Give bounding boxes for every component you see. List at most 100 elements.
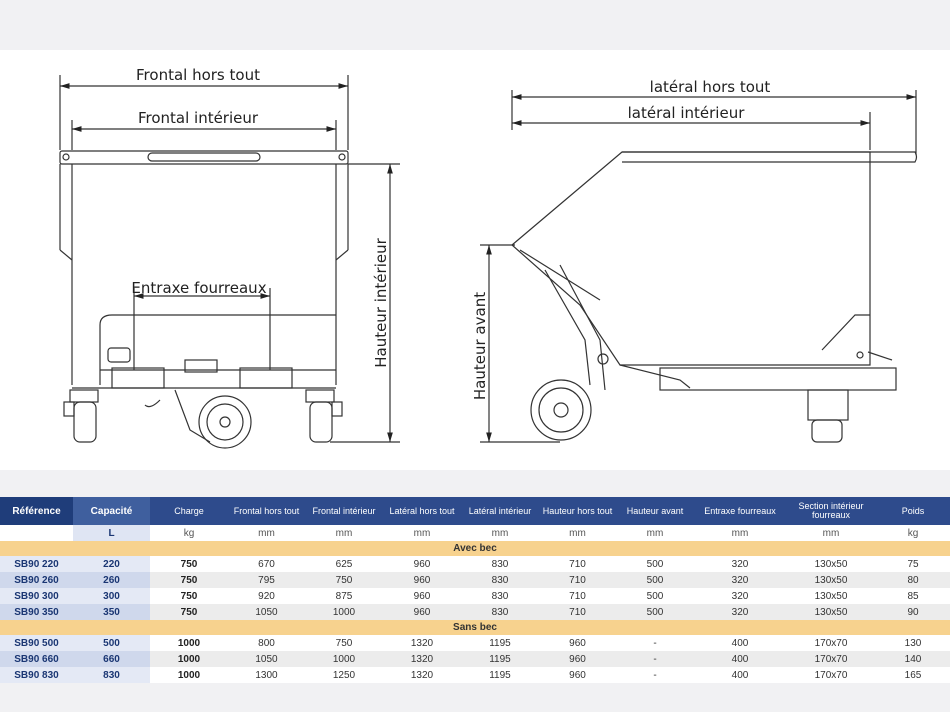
table-cell: 500 xyxy=(616,604,694,620)
section-row-avec-bec: Avec bec xyxy=(0,541,950,556)
label-lateral-hors-tout: latéral hors tout xyxy=(650,78,771,96)
col-header-entraxe-fourreaux: Entraxe fourreaux xyxy=(694,497,786,525)
table-cell: 960 xyxy=(383,556,461,572)
col-header-frontal-hors-tout: Frontal hors tout xyxy=(228,497,305,525)
table-cell: - xyxy=(616,651,694,667)
table-cell: 400 xyxy=(694,635,786,651)
col-header-reference: Référence xyxy=(0,497,73,525)
table-cell: 300 xyxy=(73,588,150,604)
table-cell: 220 xyxy=(73,556,150,572)
table-cell: 960 xyxy=(383,588,461,604)
table-cell: 1320 xyxy=(383,651,461,667)
technical-drawing: Frontal hors tout Frontal intérieur Entr… xyxy=(0,50,950,470)
label-entraxe-fourreaux: Entraxe fourreaux xyxy=(131,279,266,297)
reference-cell: SB90 500 xyxy=(0,635,73,651)
table-cell: 960 xyxy=(539,667,616,683)
table-cell: 400 xyxy=(694,651,786,667)
label-hauteur-interieur: Hauteur intérieur xyxy=(372,237,390,367)
table-cell: 830 xyxy=(73,667,150,683)
table-cell: 1300 xyxy=(228,667,305,683)
table-cell: 90 xyxy=(876,604,950,620)
table-cell: 960 xyxy=(383,572,461,588)
table-cell: 170x70 xyxy=(786,667,876,683)
table-cell: 140 xyxy=(876,651,950,667)
label-hauteur-avant: Hauteur avant xyxy=(471,292,489,400)
table-cell: 500 xyxy=(616,572,694,588)
section-row-sans-bec: Sans bec xyxy=(0,620,950,635)
table-cell: 750 xyxy=(150,556,228,572)
table-cell: 750 xyxy=(150,572,228,588)
col-header-hauteur-hors-tout: Hauteur hors tout xyxy=(539,497,616,525)
table-cell: 960 xyxy=(539,651,616,667)
table-cell: 1195 xyxy=(461,651,539,667)
unit-cell: mm xyxy=(305,525,383,541)
unit-cell: mm xyxy=(786,525,876,541)
spec-table: Référence Capacité Charge Frontal hors t… xyxy=(0,497,950,683)
reference-cell: SB90 350 xyxy=(0,604,73,620)
table-cell: 710 xyxy=(539,572,616,588)
table-cell: 830 xyxy=(461,588,539,604)
table-cell: 1000 xyxy=(150,635,228,651)
table-cell: 830 xyxy=(461,572,539,588)
col-header-capacite: Capacité xyxy=(73,497,150,525)
table-cell: 710 xyxy=(539,588,616,604)
reference-cell: SB90 660 xyxy=(0,651,73,667)
table-cell: 130 xyxy=(876,635,950,651)
col-header-frontal-interieur: Frontal intérieur xyxy=(305,497,383,525)
table-header-row: Référence Capacité Charge Frontal hors t… xyxy=(0,497,950,525)
unit-cell: mm xyxy=(383,525,461,541)
label-frontal-hors-tout: Frontal hors tout xyxy=(136,66,260,84)
table-cell: 830 xyxy=(461,556,539,572)
table-cell: 130x50 xyxy=(786,572,876,588)
table-cell: 320 xyxy=(694,572,786,588)
table-cell: 750 xyxy=(150,604,228,620)
table-cell: 1195 xyxy=(461,635,539,651)
section-label: Avec bec xyxy=(0,541,950,556)
front-view xyxy=(59,75,400,449)
table-cell: 170x70 xyxy=(786,635,876,651)
drawing-svg: Frontal hors tout Frontal intérieur Entr… xyxy=(59,66,918,449)
table-cell: 960 xyxy=(539,635,616,651)
col-header-poids: Poids xyxy=(876,497,950,525)
table-cell: 1000 xyxy=(305,651,383,667)
table-cell: 795 xyxy=(228,572,305,588)
table-cell: 320 xyxy=(694,604,786,620)
table-cell: - xyxy=(616,635,694,651)
table-cell: 1320 xyxy=(383,635,461,651)
unit-cell: mm xyxy=(228,525,305,541)
table-cell: 1195 xyxy=(461,667,539,683)
unit-cell: L xyxy=(73,525,150,541)
table-cell: 130x50 xyxy=(786,588,876,604)
col-header-section-fourreaux: Section intérieur fourreaux xyxy=(786,497,876,525)
unit-cell xyxy=(0,525,73,541)
table-cell: 1050 xyxy=(228,651,305,667)
table-cell: 750 xyxy=(305,635,383,651)
table-cell: 660 xyxy=(73,651,150,667)
side-view xyxy=(480,90,918,443)
table-cell: 500 xyxy=(616,588,694,604)
reference-cell: SB90 260 xyxy=(0,572,73,588)
table-cell: 400 xyxy=(694,667,786,683)
unit-cell: kg xyxy=(150,525,228,541)
col-header-hauteur-avant: Hauteur avant xyxy=(616,497,694,525)
reference-cell: SB90 220 xyxy=(0,556,73,572)
reference-cell: SB90 300 xyxy=(0,588,73,604)
table-cell: 960 xyxy=(383,604,461,620)
unit-cell: kg xyxy=(876,525,950,541)
table-cell: 830 xyxy=(461,604,539,620)
label-lateral-interieur: latéral intérieur xyxy=(628,104,746,122)
table-cell: 130x50 xyxy=(786,604,876,620)
table-cell: 710 xyxy=(539,604,616,620)
table-cell: 1320 xyxy=(383,667,461,683)
bottom-margin xyxy=(0,687,950,712)
unit-cell: mm xyxy=(539,525,616,541)
table-cell: 80 xyxy=(876,572,950,588)
table-cell: 85 xyxy=(876,588,950,604)
table-cell: 320 xyxy=(694,588,786,604)
